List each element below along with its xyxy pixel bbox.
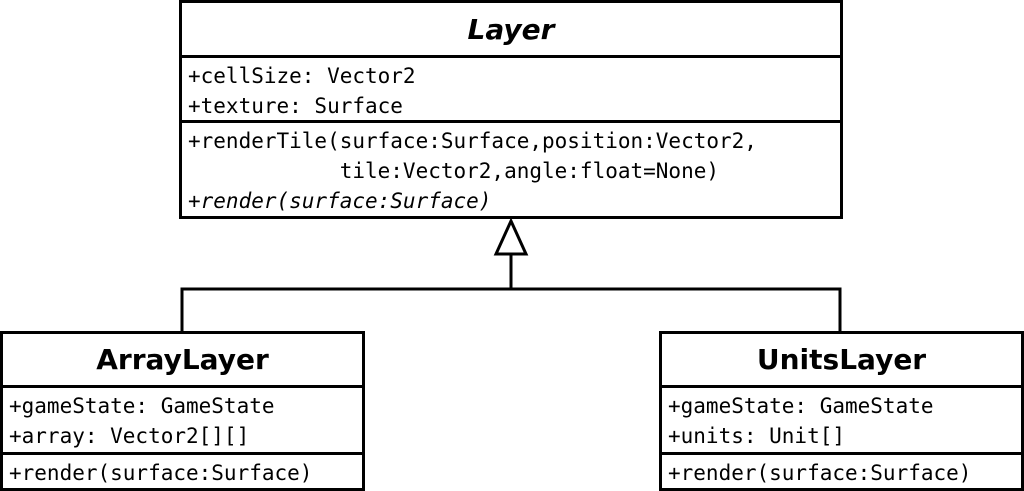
generalization-arrowhead-icon xyxy=(493,217,529,256)
attribute-texture: +texture: Surface xyxy=(188,94,403,118)
class-unitslayer-methods: +render(surface:Surface) xyxy=(662,455,1021,490)
class-layer-attributes: +cellSize: Vector2 +texture: Surface xyxy=(182,58,840,123)
class-layer-name: Layer xyxy=(182,3,840,58)
class-arraylayer[interactable]: ArrayLayer +gameState: GameState +array:… xyxy=(0,331,365,491)
method-render: +render(surface:Surface) xyxy=(668,461,972,485)
class-unitslayer[interactable]: UnitsLayer +gameState: GameState +units:… xyxy=(659,331,1024,491)
attribute-units: +units: Unit[] xyxy=(668,424,846,448)
attribute-cellsize: +cellSize: Vector2 xyxy=(188,64,416,88)
generalization-line xyxy=(180,287,842,331)
class-unitslayer-attributes: +gameState: GameState +units: Unit[] xyxy=(662,388,1021,455)
class-layer-methods: +renderTile(surface:Surface,position:Vec… xyxy=(182,123,840,218)
attribute-array: +array: Vector2[][] xyxy=(9,424,250,448)
method-rendertile-continued: tile:Vector2,angle:float=None) xyxy=(188,159,720,183)
class-arraylayer-attributes: +gameState: GameState +array: Vector2[][… xyxy=(3,388,362,455)
class-arraylayer-methods: +render(surface:Surface) xyxy=(3,455,362,490)
class-arraylayer-name: ArrayLayer xyxy=(3,334,362,388)
attribute-gamestate: +gameState: GameState xyxy=(9,394,275,418)
method-render-abstract: +render(surface:Surface) xyxy=(188,189,492,213)
attribute-gamestate: +gameState: GameState xyxy=(668,394,934,418)
class-layer[interactable]: Layer +cellSize: Vector2 +texture: Surfa… xyxy=(179,0,843,219)
class-unitslayer-name: UnitsLayer xyxy=(662,334,1021,388)
method-render: +render(surface:Surface) xyxy=(9,461,313,485)
method-rendertile: +renderTile(surface:Surface,position:Vec… xyxy=(188,129,757,153)
